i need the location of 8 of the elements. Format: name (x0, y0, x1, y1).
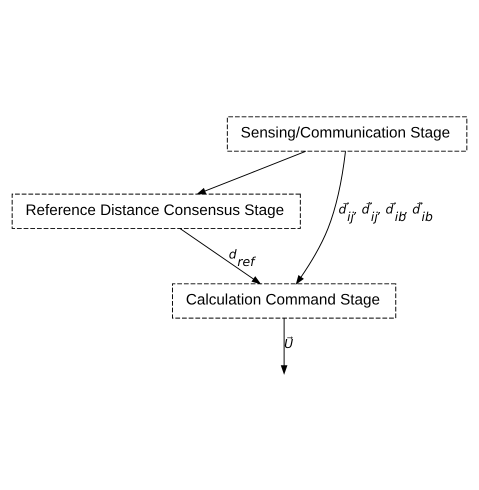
node-box: Calculation Command Stage (172, 282, 396, 318)
edge-label: U⃗ (284, 336, 294, 351)
node-box: Reference Distance Consensus Stage (12, 193, 301, 228)
arrow (196, 150, 306, 194)
arrow (180, 228, 262, 284)
arrow (296, 150, 346, 284)
node-box: Sensing/Communication Stage (226, 116, 468, 152)
arrow (280, 317, 288, 374)
